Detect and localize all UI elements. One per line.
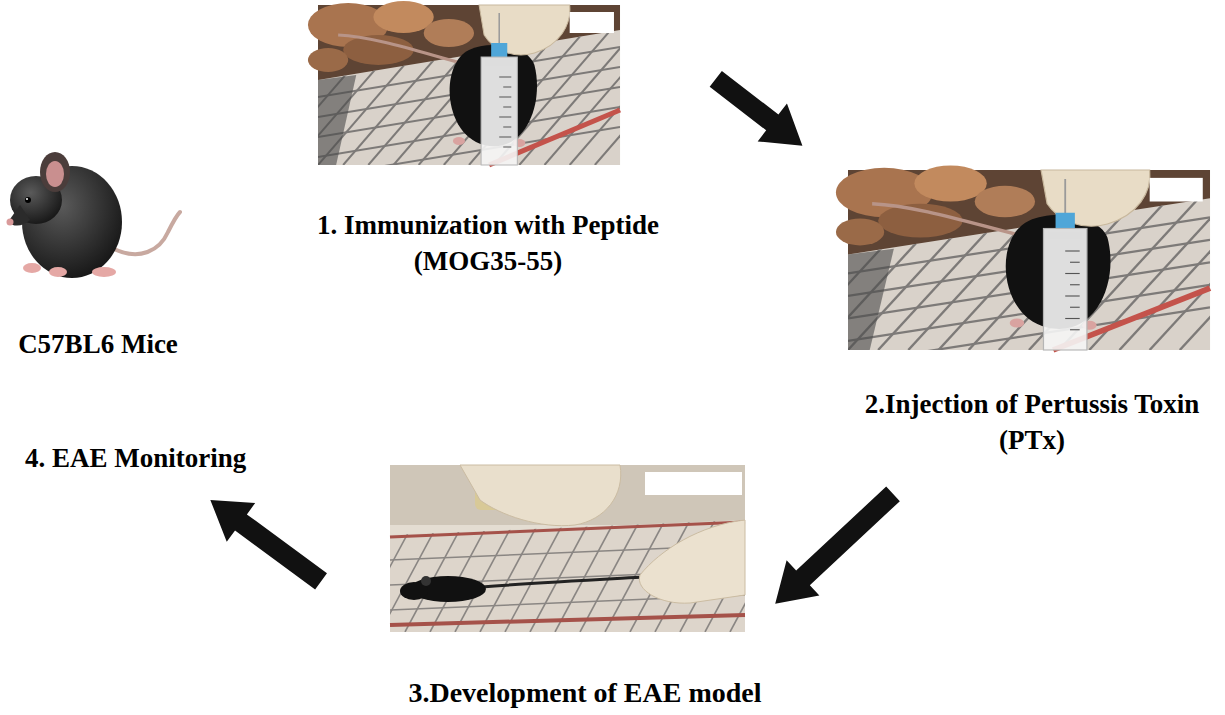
step-caption: 3.Development of EAE model	[375, 676, 795, 710]
step-photo: 3.Development of EAE model	[390, 465, 745, 632]
mouse-figure	[25, 197, 31, 203]
step-photo: 1. Immunization with Peptide (MOG35-55)	[318, 5, 620, 165]
step-label: 4. EAE Monitoring	[22, 438, 249, 478]
mouse-figure	[40, 152, 70, 192]
mouse-figure	[92, 267, 116, 277]
mouse-figure	[23, 263, 41, 273]
step-photo: 2.Injection of Pertussis Toxin (PTx)	[848, 170, 1210, 350]
mouse-figure: C57BL6 Mice	[5, 140, 185, 290]
mouse-figure	[46, 161, 64, 187]
mouse-figure	[112, 212, 180, 254]
flow-arrow	[210, 500, 327, 589]
flow-arrow	[710, 71, 803, 146]
step-caption: 2.Injection of Pertussis Toxin (PTx)	[847, 386, 1217, 459]
step-photo	[330, 465, 790, 632]
mouse-figure	[7, 152, 181, 278]
step-caption: C57BL6 Mice	[3, 326, 193, 362]
mouse-figure	[49, 267, 67, 277]
step-caption: 4. EAE Monitoring	[25, 440, 246, 476]
mouse-figure	[26, 198, 28, 200]
mouse-figure	[7, 219, 14, 226]
flow-arrow	[775, 487, 900, 604]
step-photo	[727, 166, 1225, 364]
step-caption: 1. Immunization with Peptide (MOG35-55)	[288, 207, 688, 280]
step-photo	[217, 1, 715, 177]
